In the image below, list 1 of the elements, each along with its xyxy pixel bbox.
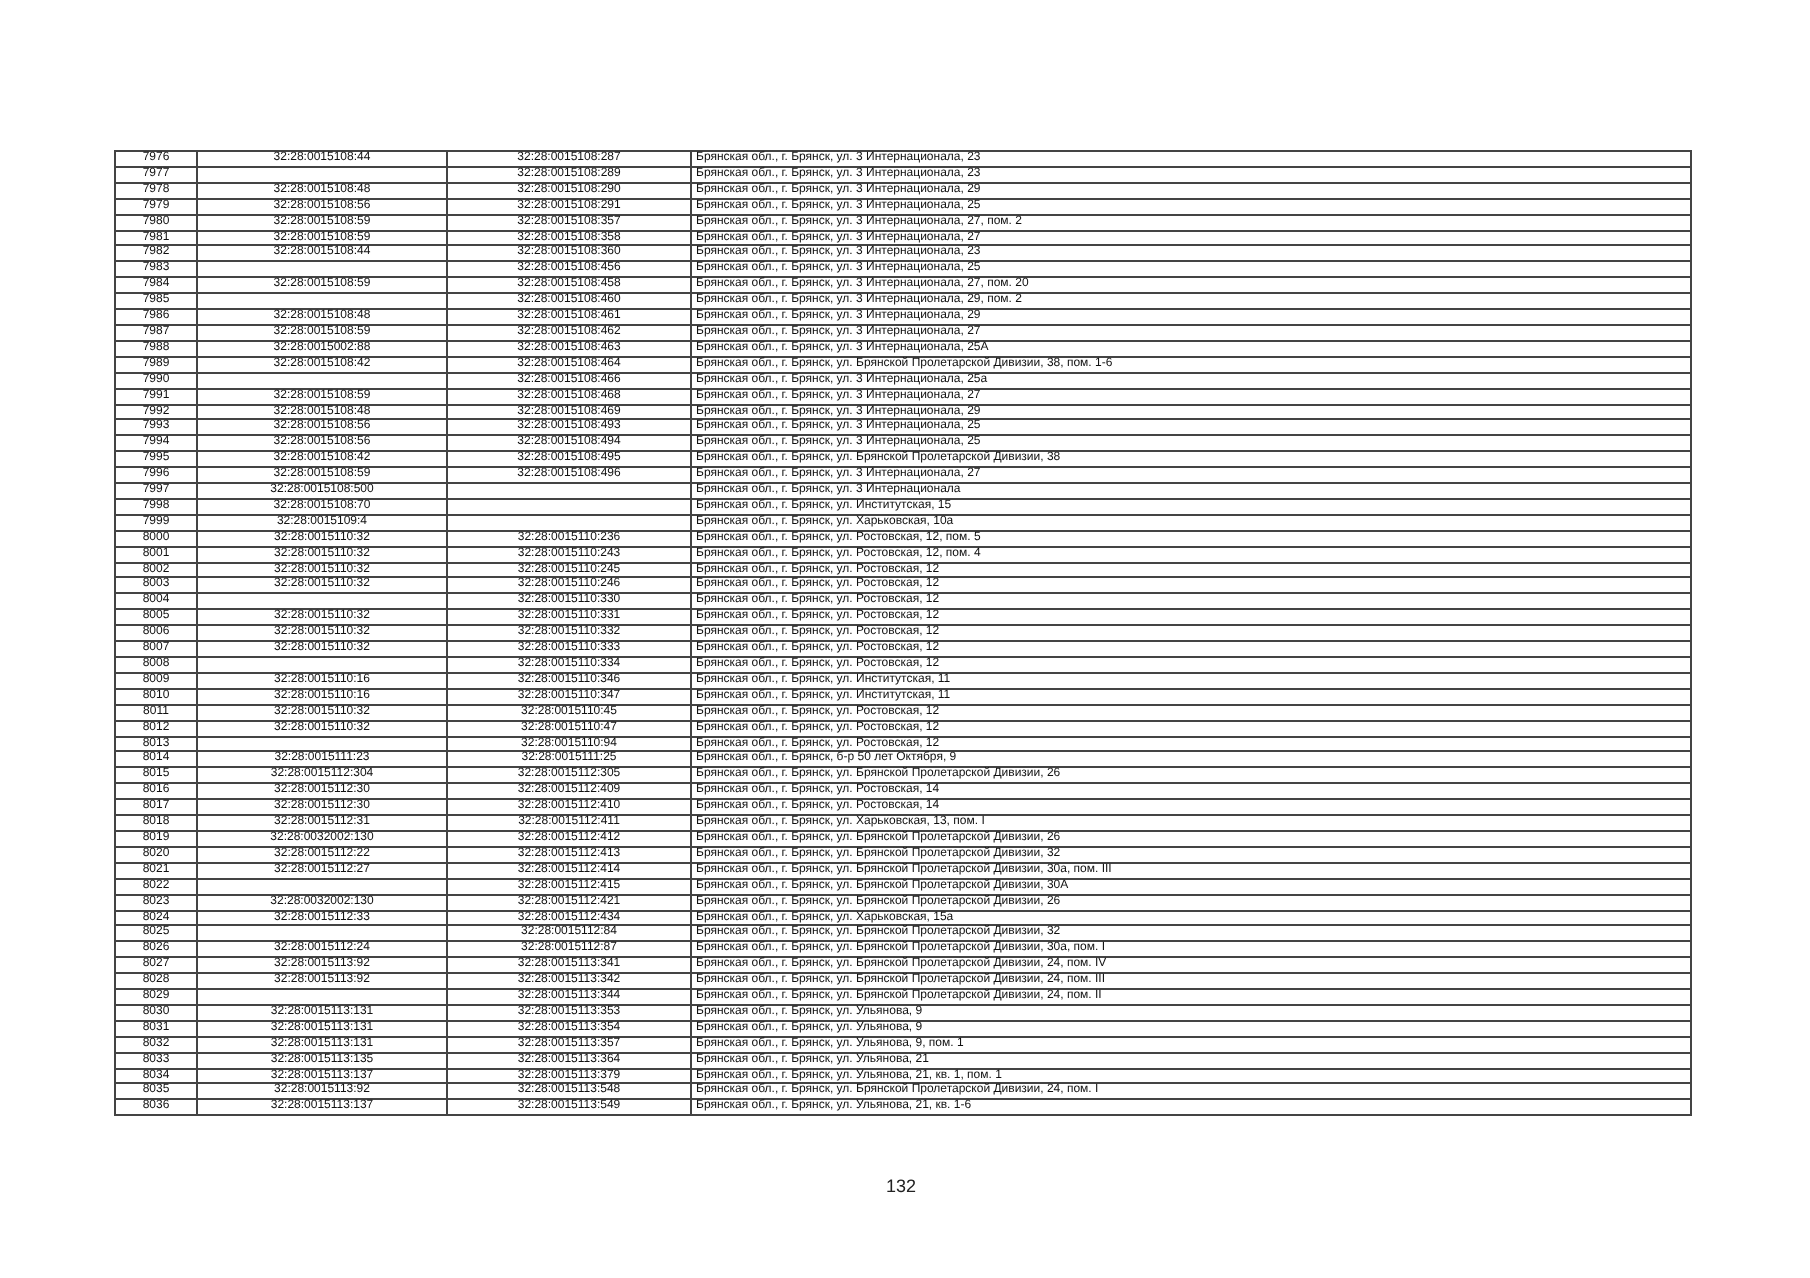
page-number: 132 (886, 1176, 917, 1196)
